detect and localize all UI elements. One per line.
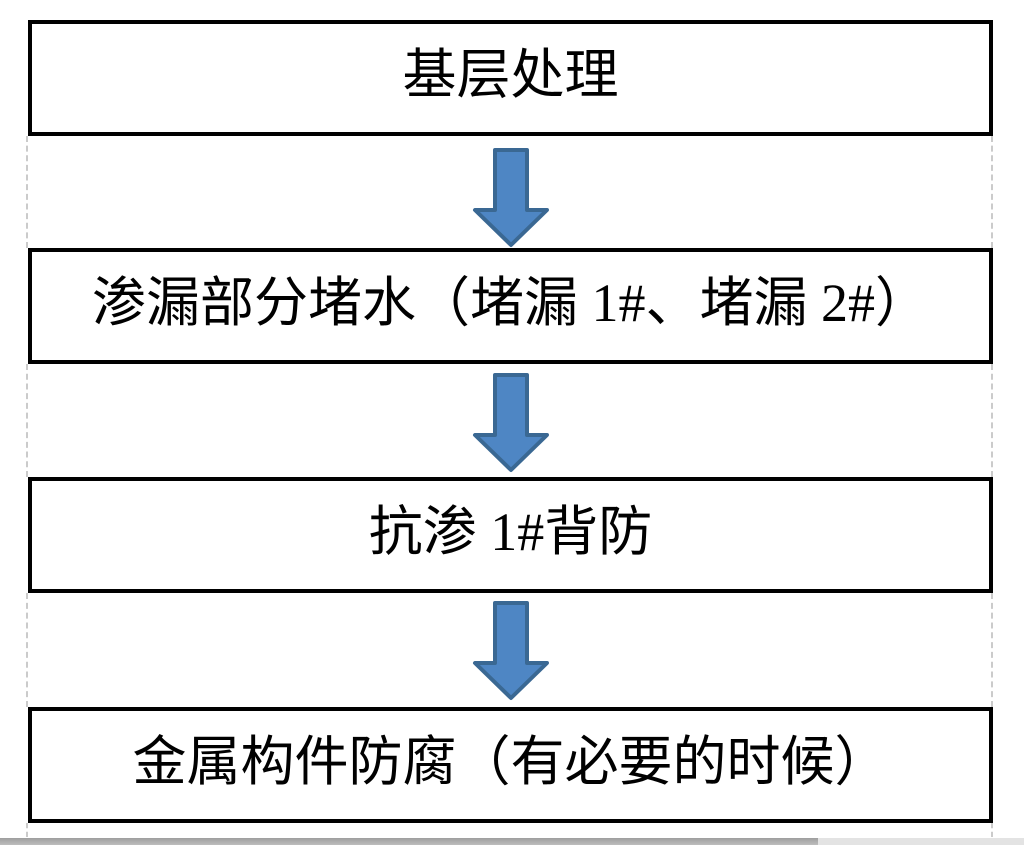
gridline-guide (991, 593, 993, 707)
flow-step-label: 金属构件防腐（有必要的时候） (132, 732, 889, 792)
gridline-guide (991, 364, 993, 477)
gridline-guide (26, 136, 28, 248)
down-arrow-shape (473, 373, 549, 472)
flow-step-label: 抗渗 1#背防 (368, 502, 653, 562)
down-arrow-icon[interactable] (471, 601, 551, 701)
horizontal-scrollbar[interactable] (0, 838, 1024, 845)
gridline-guide (26, 364, 28, 477)
flow-step-base-treatment[interactable]: 基层处理 (28, 20, 993, 136)
down-arrow-shape (473, 601, 549, 700)
flow-step-label: 渗漏部分堵水（堵漏 1#、堵漏 2#） (92, 273, 929, 333)
flow-step-leak-plugging[interactable]: 渗漏部分堵水（堵漏 1#、堵漏 2#） (28, 248, 993, 364)
scrollbar-thumb[interactable] (0, 838, 818, 845)
flow-step-anti-seepage[interactable]: 抗渗 1#背防 (28, 477, 993, 593)
down-arrow-shape (473, 148, 549, 247)
flow-step-label: 基层处理 (402, 45, 619, 105)
down-arrow-icon[interactable] (471, 373, 551, 473)
gridline-guide (991, 136, 993, 248)
gridline-guide (26, 593, 28, 707)
down-arrow-icon[interactable] (471, 148, 551, 248)
gridline-guide (991, 823, 993, 837)
flow-step-metal-anticorrosion[interactable]: 金属构件防腐（有必要的时候） (28, 707, 993, 823)
gridline-guide (26, 823, 28, 837)
